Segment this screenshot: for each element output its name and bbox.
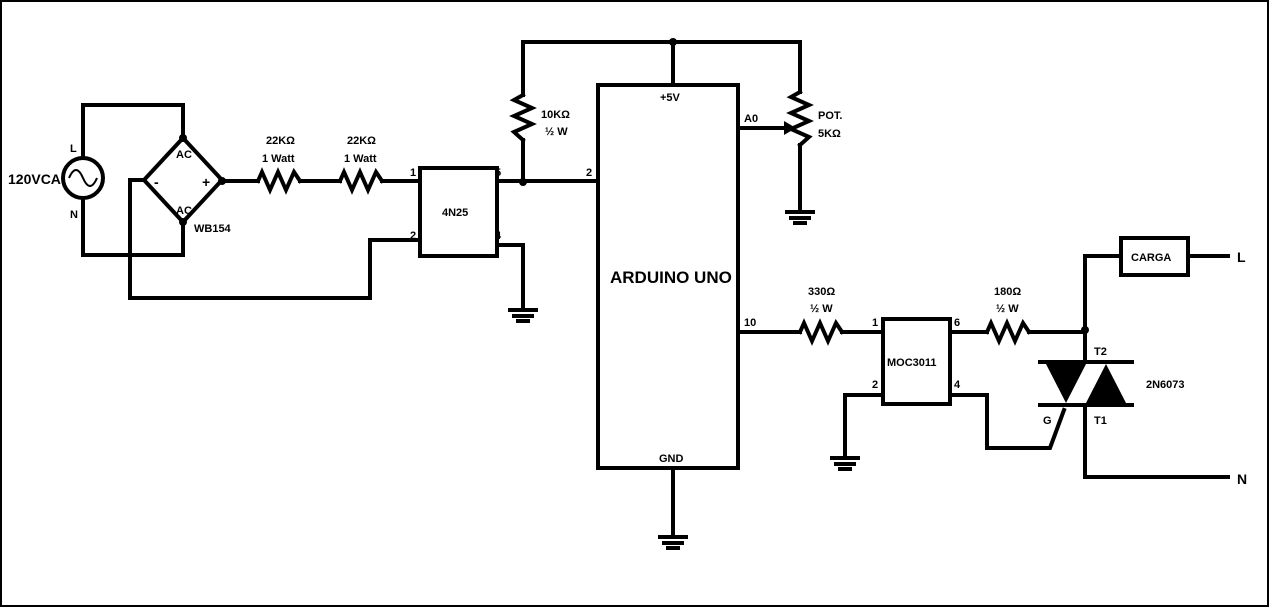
opto-in-pin5-label: 5 (495, 167, 501, 179)
potentiometer: POT. 5KΩ (736, 40, 842, 214)
triac-2n6073: T2 T1 G 2N6073 (1038, 254, 1230, 479)
arduino-uno: ARDUINO UNO +5V GND 2 10 A0 (586, 83, 758, 539)
resistor-r3: 330Ω ½ W (736, 286, 885, 346)
r3-value-label: 330Ω (808, 286, 835, 298)
bridge-ac-top-label: AC (176, 149, 192, 161)
opto-out-pin6-label: 6 (954, 317, 960, 329)
pullup-rating-label: ½ W (545, 126, 568, 138)
triac-gate-label: G (1043, 415, 1052, 427)
source-voltage-label: 120VCA (8, 171, 61, 187)
arduino-pin10-label: 10 (744, 317, 756, 329)
pot-label: POT. (818, 110, 842, 122)
pullup-value-label: 10KΩ (541, 109, 570, 121)
arduino-pin2-label: 2 (586, 167, 592, 179)
arduino-a0-label: A0 (744, 113, 758, 125)
resistor-r2: 22KΩ 1 Watt (337, 135, 422, 195)
optocoupler-moc3011: MOC3011 1 2 6 4 (843, 317, 1067, 460)
output-neutral-label: N (1237, 471, 1247, 487)
ground-symbol-opto-in (508, 308, 538, 323)
r3-rating-label: ½ W (810, 303, 833, 315)
r1-rating-label: 1 Watt (262, 153, 295, 165)
resistor-r1: 22KΩ 1 Watt (220, 135, 342, 195)
opto-in-pin1-label: 1 (410, 167, 416, 179)
source-line-label: L (70, 143, 77, 155)
opto-in-pin2-label: 2 (410, 230, 416, 242)
bridge-minus-label: - (154, 174, 159, 190)
bridge-ac-bottom-label: AC (176, 205, 192, 217)
arduino-name-label: ARDUINO UNO (610, 268, 732, 287)
resistor-pullup: 10KΩ ½ W (509, 40, 570, 184)
r4-value-label: 180Ω (994, 286, 1021, 298)
ac-source: L N 120VCA (8, 103, 185, 257)
opto-out-pin2-label: 2 (872, 379, 878, 391)
r2-value-label: 22KΩ (347, 135, 376, 147)
arduino-vcc-label: +5V (660, 92, 681, 104)
bridge-part-label: WB154 (194, 223, 232, 235)
bridge-plus-label: + (202, 174, 210, 190)
arduino-gnd-label: GND (659, 453, 684, 465)
r1-value-label: 22KΩ (266, 135, 295, 147)
ground-symbol-arduino (658, 535, 688, 550)
ground-symbol-opto-out (830, 456, 860, 471)
resistor-r4: 180Ω ½ W (948, 286, 1087, 346)
opto-in-name-label: 4N25 (442, 207, 468, 219)
triac-t1-label: T1 (1094, 415, 1107, 427)
opto-in-pin4-label: 4 (495, 230, 502, 242)
output-line-label: L (1237, 249, 1246, 265)
r4-rating-label: ½ W (996, 303, 1019, 315)
opto-out-pin4-label: 4 (954, 379, 961, 391)
optocoupler-4n25: 4N25 1 2 5 4 (410, 166, 525, 312)
opto-out-pin1-label: 1 (872, 317, 878, 329)
source-neutral-label: N (70, 209, 78, 221)
triac-t2-label: T2 (1094, 346, 1107, 358)
pot-value-label: 5KΩ (818, 128, 841, 140)
load-label: CARGA (1131, 252, 1171, 264)
sine-wave-icon (68, 169, 98, 187)
ground-symbol-pot (785, 210, 815, 225)
opto-out-name-label: MOC3011 (887, 357, 937, 369)
r2-rating-label: 1 Watt (344, 153, 377, 165)
triac-part-label: 2N6073 (1146, 379, 1185, 391)
load-carga: CARGA (1119, 236, 1230, 277)
